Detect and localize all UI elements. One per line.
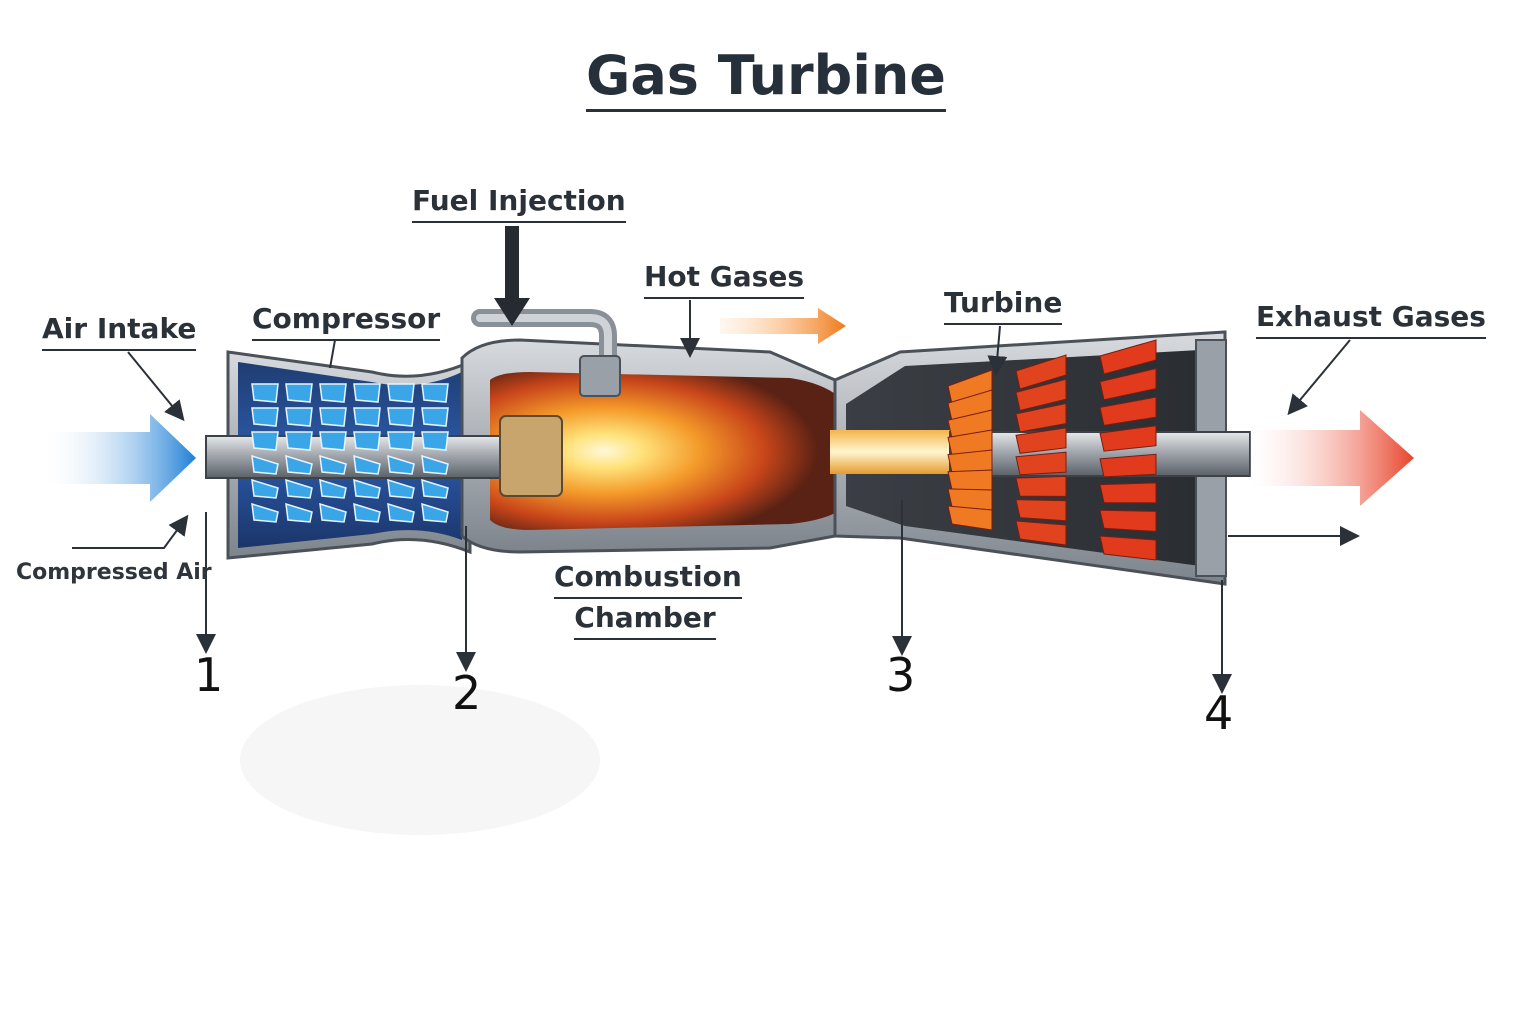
label-hot-gases: Hot Gases (644, 260, 805, 299)
label-air-intake: Air Intake (42, 312, 197, 351)
compressor-blade (251, 478, 279, 499)
turbine-blade (1099, 509, 1157, 532)
air-intake-arrow (40, 414, 196, 502)
compressor-blade (421, 478, 449, 499)
compressor-blade (251, 454, 279, 475)
turbine-blade (1015, 427, 1067, 454)
fuel-injection-arrow-head (494, 298, 530, 326)
compressor-blade (285, 383, 313, 403)
turbine-blade (1015, 451, 1067, 476)
compressor-blade (319, 502, 347, 523)
hot-gases-arrow (720, 308, 846, 344)
leader-lines (72, 300, 1360, 694)
compressor-blade (387, 431, 415, 451)
combustion-flame (490, 372, 846, 530)
compressor-blade (387, 383, 415, 403)
turbine-blade (1099, 453, 1157, 478)
compressor-blade (421, 383, 449, 403)
compressor-blade (387, 454, 415, 475)
compressor-blade (285, 502, 313, 523)
station-number-1: 1 (194, 648, 224, 702)
compressor-blades (251, 383, 449, 523)
compressor-blade (421, 502, 449, 523)
compressor-blade (251, 383, 279, 403)
compressor-blade (353, 407, 381, 427)
label-combustion-chamber: Combustion Chamber (554, 560, 742, 640)
turbine-blade (1015, 499, 1067, 522)
turbine-blade (1015, 402, 1067, 433)
compressor-blade (353, 454, 381, 475)
label-exhaust-gases: Exhaust Gases (1256, 300, 1486, 339)
compressor-blade (421, 431, 449, 451)
background-smudge (240, 685, 600, 835)
compressor-blade (353, 431, 381, 451)
turbine-blade (947, 469, 993, 491)
label-compressor: Compressor (252, 302, 441, 341)
turbine-blade (947, 505, 993, 531)
compressor-blade (285, 478, 313, 499)
compressor-blade (251, 502, 279, 523)
compressor-blade (353, 502, 381, 523)
turbine-shaft (949, 431, 1251, 477)
compressor-blade (319, 383, 347, 403)
compressor-blade (285, 431, 313, 451)
compressor-blade (319, 407, 347, 427)
compressor-blade (421, 454, 449, 475)
turbine-blade (947, 449, 993, 474)
compressor-blade (353, 478, 381, 499)
station-number-3: 3 (886, 648, 916, 702)
turbine-blade (1099, 396, 1157, 426)
compressor-blade (387, 502, 415, 523)
compressor-blade (251, 407, 279, 427)
label-combustion-line2: Chamber (574, 601, 716, 640)
turbine-blade (1099, 425, 1157, 452)
turbine-blade (1099, 482, 1157, 504)
compressor-blade (353, 383, 381, 403)
compressor-blade (285, 407, 313, 427)
compressor-blade (319, 431, 347, 451)
label-fuel-injection: Fuel Injection (412, 184, 626, 223)
shaft-coupling (499, 415, 563, 497)
turbine-blade (1015, 354, 1067, 390)
exhaust-gases-arrow (1250, 410, 1414, 506)
label-compressed-air: Compressed Air (16, 560, 212, 585)
turbine-blade (1015, 520, 1067, 546)
hot-gas-beam (830, 430, 950, 474)
compressor-blade (285, 454, 313, 475)
turbine-blade (1099, 535, 1157, 561)
fuel-injector (579, 355, 621, 397)
compressor-blade (387, 478, 415, 499)
label-turbine: Turbine (944, 286, 1063, 325)
compressor-blade (387, 407, 415, 427)
turbine-blade (1099, 339, 1157, 375)
compressor-blade (421, 407, 449, 427)
station-number-2: 2 (452, 666, 482, 720)
page-title: Gas Turbine (586, 44, 946, 112)
turbine-blade (1015, 475, 1067, 497)
compressor-blade (319, 478, 347, 499)
compressor-blade (251, 431, 279, 451)
turbine-blade (1015, 378, 1067, 412)
station-number-4: 4 (1204, 686, 1234, 740)
compressor-blade (319, 454, 347, 475)
turbine-blades (947, 339, 1157, 561)
turbine-blade (1099, 367, 1157, 401)
label-combustion-line1: Combustion (554, 560, 742, 599)
